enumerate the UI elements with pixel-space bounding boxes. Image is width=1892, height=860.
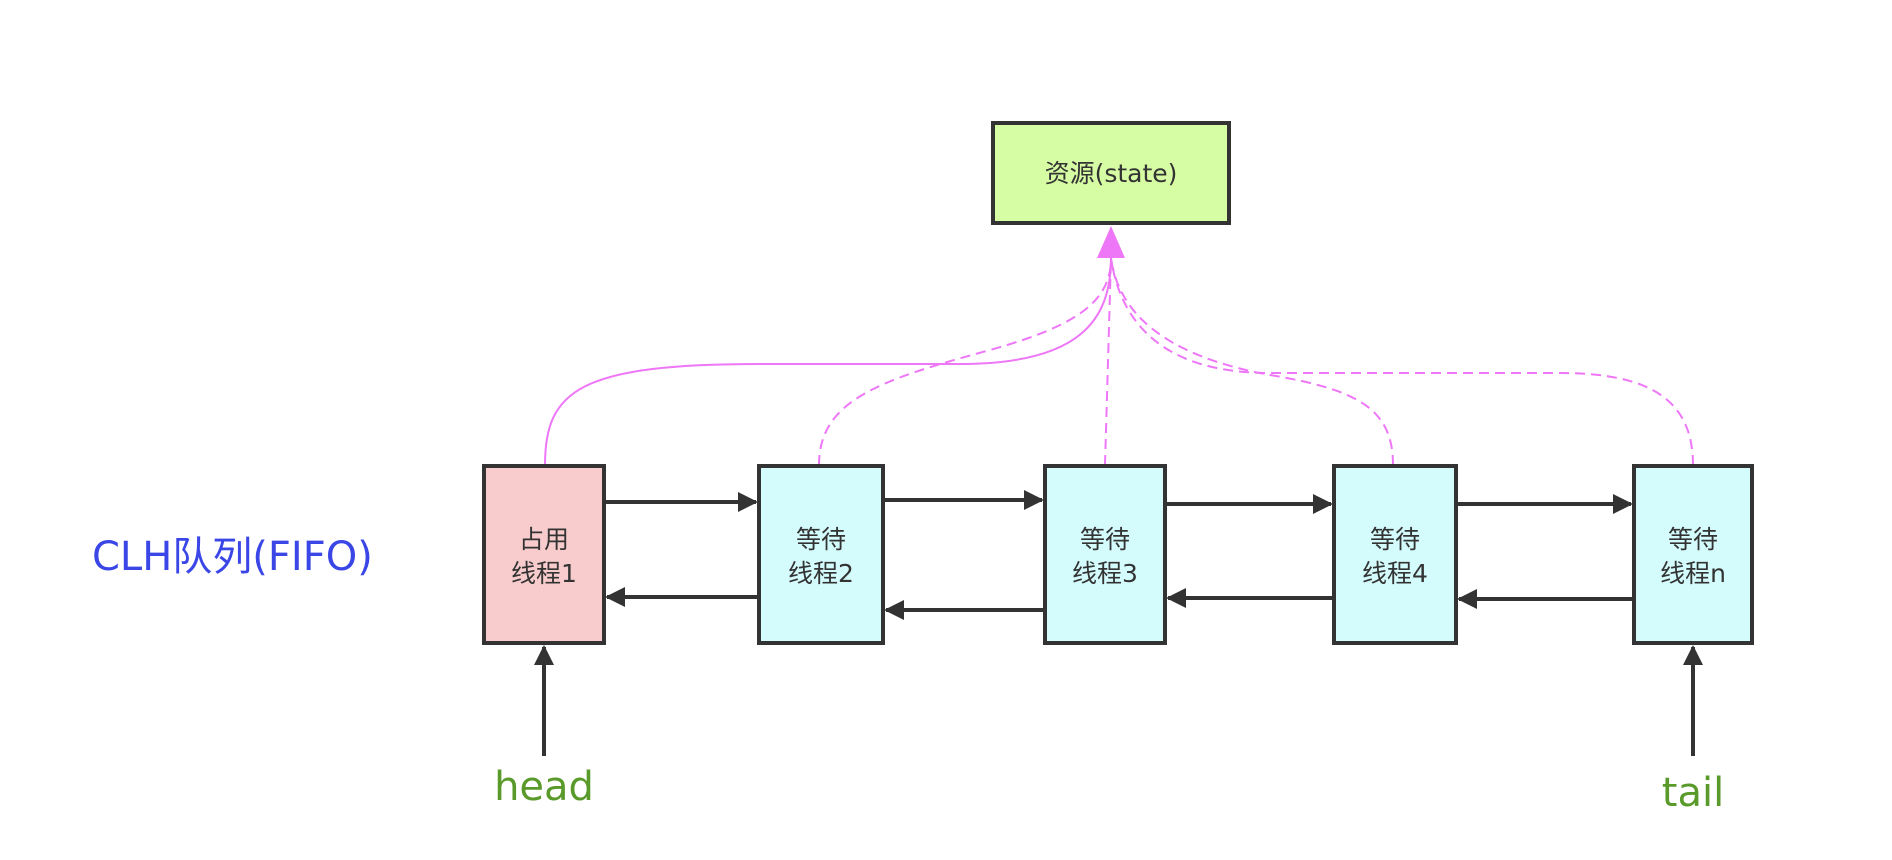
- queue-node-2[interactable]: 等待 线程2: [757, 464, 885, 645]
- resource-link-n5: [1110, 257, 1694, 466]
- node-thread: 线程4: [1362, 559, 1428, 588]
- node-thread: 线程1: [511, 559, 577, 588]
- queue-node-5[interactable]: 等待 线程n: [1632, 464, 1754, 645]
- node-status: 等待: [1370, 525, 1420, 554]
- node-thread: 线程3: [1072, 559, 1138, 588]
- node-status: 等待: [1668, 525, 1718, 554]
- node-status: 占用: [519, 525, 569, 554]
- node-status: 等待: [796, 525, 846, 554]
- tail-label: tail: [1662, 770, 1724, 816]
- head-label: head: [494, 764, 594, 810]
- node-box: [1043, 464, 1167, 645]
- resource-label: 资源(state): [1045, 159, 1178, 188]
- node-box: [757, 464, 885, 645]
- prev-arrows: [605, 587, 1632, 620]
- resource-node[interactable]: 资源(state): [991, 121, 1231, 225]
- node-thread: 线程2: [788, 559, 854, 588]
- resource-link-n2: [818, 257, 1112, 466]
- resource-link-n4: [1110, 257, 1394, 466]
- resource-link-n3: [1104, 257, 1112, 466]
- node-box: [1332, 464, 1458, 645]
- node-status: 等待: [1080, 525, 1130, 554]
- node-box: [1632, 464, 1754, 645]
- queue-node-1[interactable]: 占用 线程1: [482, 464, 606, 645]
- resource-arrowhead: [1097, 226, 1125, 258]
- queue-node-4[interactable]: 等待 线程4: [1332, 464, 1458, 645]
- node-thread: 线程n: [1660, 559, 1726, 588]
- resource-box: [991, 121, 1231, 225]
- next-arrows: [606, 490, 1633, 514]
- node-box: [482, 464, 606, 645]
- queue-node-3[interactable]: 等待 线程3: [1043, 464, 1167, 645]
- queue-label: CLH队列(FIFO): [92, 534, 373, 580]
- resource-link-n1: [544, 257, 1112, 466]
- resource-links: [544, 257, 1694, 466]
